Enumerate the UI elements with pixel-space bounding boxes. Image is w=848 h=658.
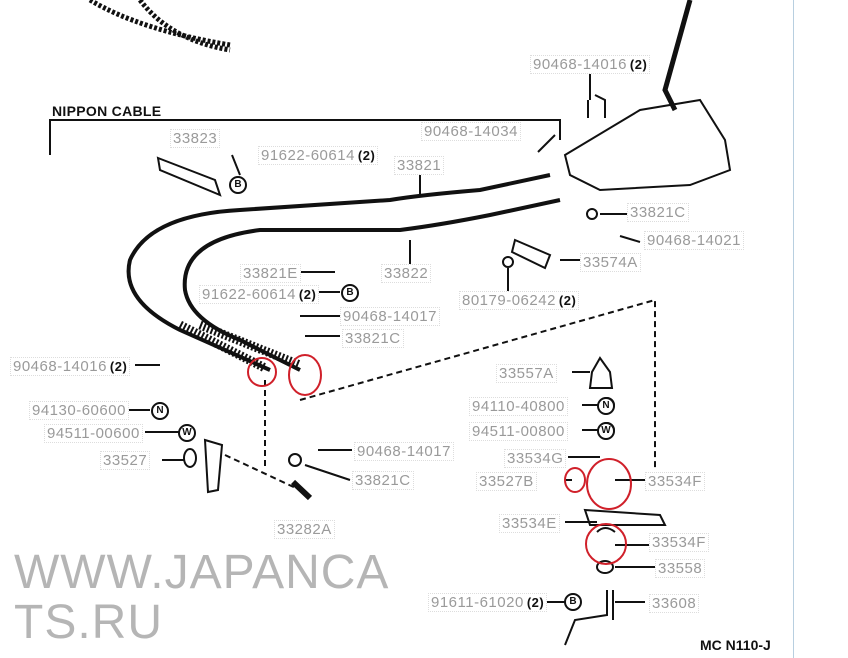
- highlight-circle: [288, 354, 322, 396]
- bushing-33534F: [596, 527, 616, 533]
- lever-33608: [564, 590, 614, 646]
- part-label[interactable]: 33534F: [649, 533, 709, 552]
- highlight-circle: [586, 458, 632, 510]
- dashed-guide: [224, 298, 656, 491]
- nut-symbol: N: [151, 402, 169, 420]
- part-label[interactable]: 33821: [394, 156, 445, 175]
- leader-lines: [125, 72, 655, 603]
- nippon-cable-bracket: [49, 119, 561, 155]
- collar: [183, 448, 197, 468]
- part-label[interactable]: 33821E: [240, 264, 301, 283]
- clip-90468-14016: [587, 94, 606, 118]
- lever-33527: [203, 438, 224, 494]
- part-label[interactable]: 33282A: [274, 520, 335, 539]
- part-label[interactable]: 33557A: [496, 364, 557, 383]
- part-label[interactable]: 94110-40800: [469, 397, 568, 416]
- part-label[interactable]: 90468-14021: [644, 231, 744, 250]
- page-edge-divider: [793, 0, 794, 658]
- part-label[interactable]: 90468-14017: [340, 307, 440, 326]
- nut-symbol: N: [597, 397, 615, 415]
- shift-lever: [662, 0, 693, 112]
- bushing-33821C: [288, 453, 302, 467]
- bolt-symbol: B: [229, 176, 247, 194]
- part-label[interactable]: 33527: [100, 451, 151, 470]
- cable-end-inner: [198, 320, 302, 370]
- part-label[interactable]: 94130-60600: [29, 401, 129, 420]
- highlight-circle: [247, 357, 277, 387]
- part-label[interactable]: 33534G: [504, 449, 567, 468]
- part-label[interactable]: 33822: [381, 264, 432, 283]
- part-label[interactable]: 90468-14034: [421, 122, 521, 141]
- part-label[interactable]: 33821C: [352, 471, 414, 490]
- part-label[interactable]: 33527B: [476, 472, 537, 491]
- cable-outer: [126, 173, 551, 372]
- lever-33534E: [583, 508, 667, 526]
- part-label[interactable]: 33558: [655, 559, 706, 578]
- part-label[interactable]: 91622-60614(2): [258, 146, 379, 165]
- part-label[interactable]: 33534E: [499, 514, 560, 533]
- part-label[interactable]: 33823: [170, 129, 221, 148]
- cable-inner: [182, 198, 561, 372]
- washer-symbol: W: [178, 424, 196, 442]
- bushing-33558: [596, 560, 614, 574]
- part-label[interactable]: 91622-60614(2): [199, 285, 320, 304]
- diagram-title: NIPPON CABLE: [52, 103, 162, 119]
- bracket-33823: [156, 156, 222, 197]
- nut: [502, 256, 514, 268]
- washer-symbol: W: [597, 422, 615, 440]
- cable-top-right: [138, 0, 231, 53]
- part-label[interactable]: 33608: [649, 594, 700, 613]
- part-label[interactable]: 33821C: [342, 329, 404, 348]
- cushion-33557A: [588, 356, 614, 389]
- part-label[interactable]: 94511-00800: [469, 422, 568, 441]
- bolt-symbol: B: [341, 284, 359, 302]
- part-label[interactable]: 91611-61020(2): [428, 593, 548, 612]
- cable-top-left: [88, 0, 231, 48]
- highlight-circle: [564, 467, 586, 493]
- part-label[interactable]: 90468-14016(2): [10, 357, 131, 376]
- bushing: [586, 208, 598, 220]
- highlight-circle: [585, 523, 627, 565]
- retainer-33574A: [510, 238, 552, 270]
- part-label[interactable]: 80179-06242(2): [459, 291, 580, 310]
- shifter-base: [563, 98, 732, 192]
- diagram-code: MC N110-J: [700, 637, 771, 653]
- part-label[interactable]: 33821C: [627, 203, 689, 222]
- bolt-symbol: B: [564, 593, 582, 611]
- pin-33282A: [290, 479, 313, 501]
- part-label[interactable]: 33534F: [645, 472, 705, 491]
- part-label[interactable]: 90468-14017: [354, 442, 454, 461]
- part-label[interactable]: 90468-14016(2): [530, 55, 651, 74]
- part-label[interactable]: 94511-00600: [44, 424, 143, 443]
- part-label[interactable]: 33574A: [580, 253, 641, 272]
